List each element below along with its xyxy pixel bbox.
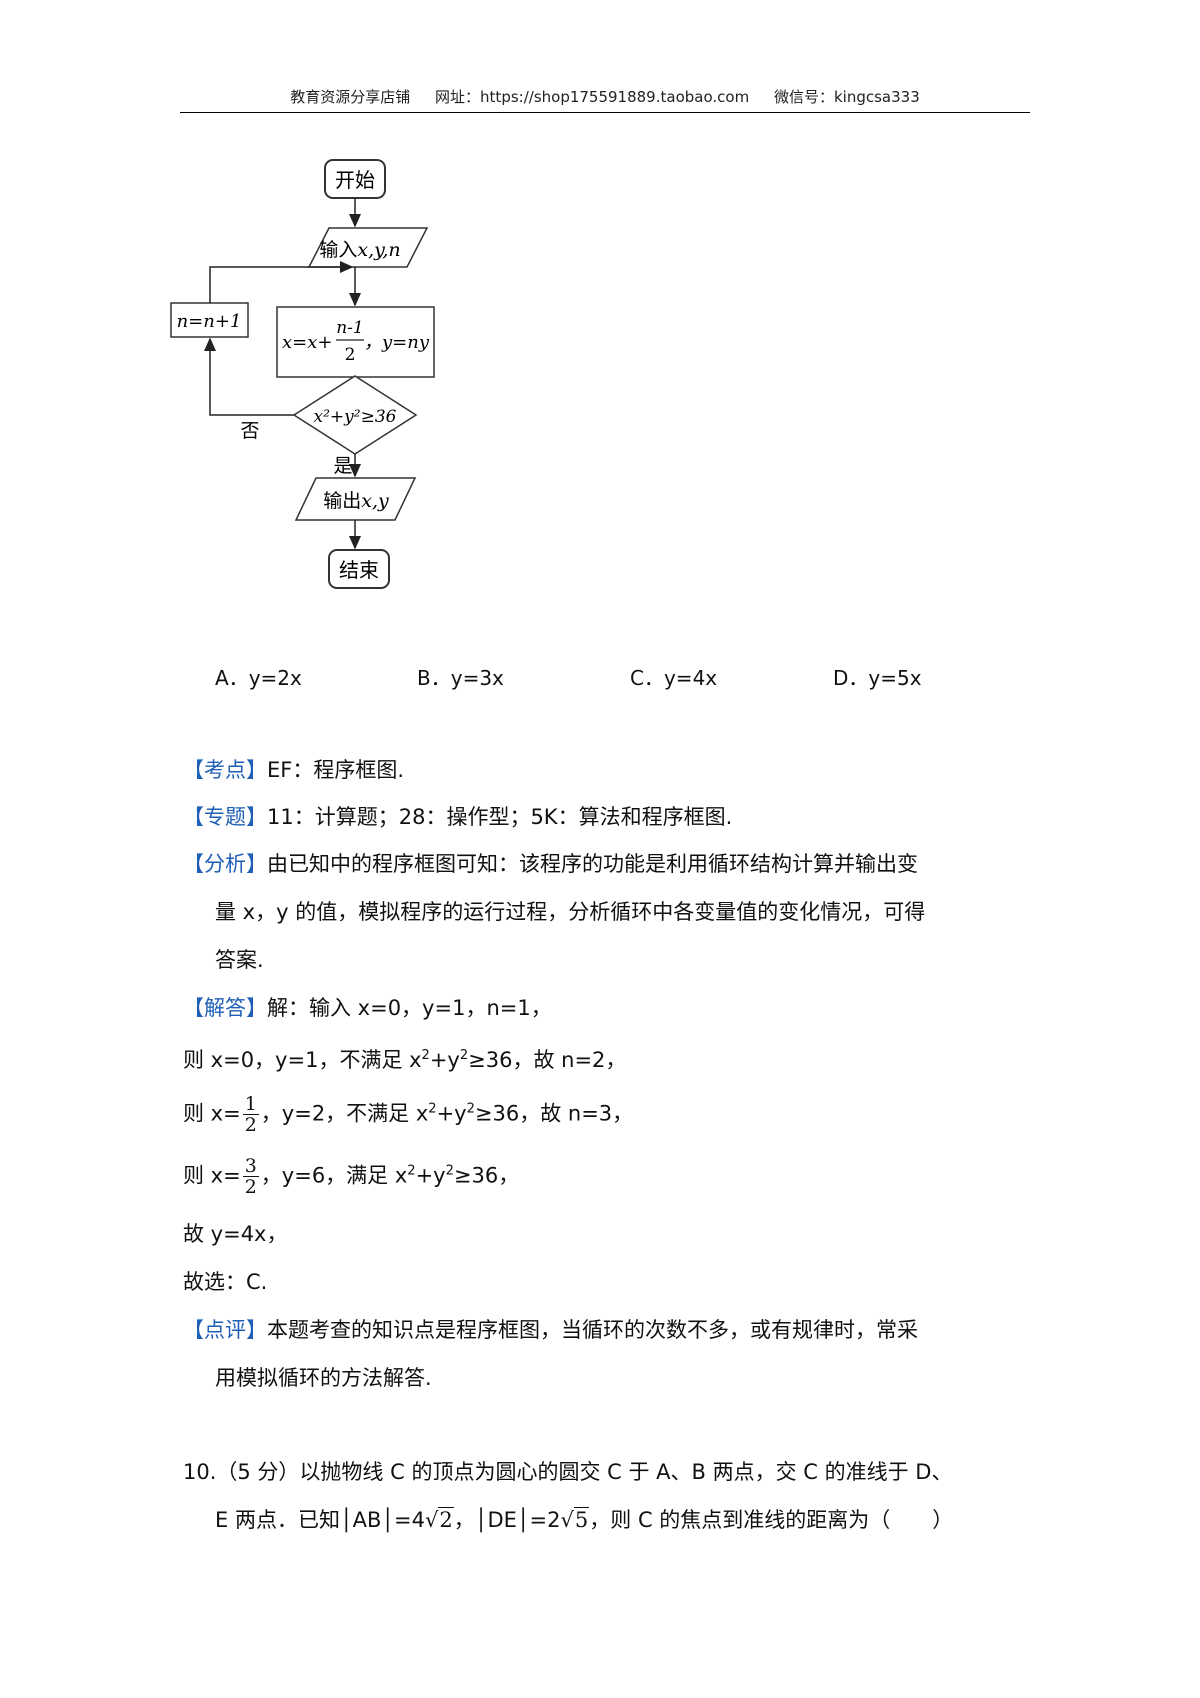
flow-input-box	[307, 227, 429, 268]
flowchart-diagram: 开始 输入x,y,n x=x+ n-1 2 ，y=ny n=n+1 x²+y²≥…	[170, 159, 435, 589]
flow-start-label: 开始	[335, 168, 375, 192]
question-10-line-2: E 两点．已知│AB│=4√2，│DE│=2√5，则 C 的焦点到准线的距离为（…	[215, 1507, 954, 1532]
flow-output-vars: x,y	[361, 490, 389, 512]
sqrt-2: √2	[425, 1507, 454, 1532]
header-url: 网址：https://shop175591889.taobao.com	[435, 88, 750, 106]
jieda-choice: 故选：C.	[183, 1270, 268, 1294]
fenxi-tag: 【分析】	[183, 852, 267, 876]
flow-input-vars: x,y,n	[357, 239, 400, 261]
jieda-line-intro: 【解答】解：输入 x=0，y=1，n=1，	[183, 996, 552, 1020]
fenxi-line-2: 量 x，y 的值，模拟程序的运行过程，分析循环中各变量值的变化情况，可得	[215, 900, 926, 924]
flow-loop-box	[170, 302, 249, 338]
flow-no-label: 否	[240, 420, 259, 442]
jieda-tag: 【解答】	[183, 996, 267, 1020]
dianping-tag: 【点评】	[183, 1318, 267, 1342]
zhuanti-line: 【专题】11：计算题；28：操作型；5K：算法和程序框图.	[183, 805, 733, 829]
zhuanti-tag: 【专题】	[183, 805, 267, 829]
flow-output-prefix: 输出	[323, 490, 361, 512]
page-header: 教育资源分享店铺 网址：https://shop175591889.taobao…	[180, 84, 1030, 113]
flow-end-label: 结束	[339, 558, 379, 582]
kaodian-line: 【考点】EF：程序框图.	[183, 758, 405, 782]
flow-loop-label: n=n+1	[177, 311, 242, 332]
sqrt-5: √5	[560, 1507, 590, 1532]
option-b: B．y=3x	[417, 666, 504, 690]
option-a: A．y=2x	[215, 666, 302, 690]
svg-text:输入x,y,n: 输入x,y,n	[319, 239, 400, 261]
flow-output-box	[294, 477, 417, 521]
flow-process-box	[276, 306, 435, 378]
dianping-line-1: 【点评】本题考查的知识点是程序框图，当循环的次数不多，或有规律时，常采	[183, 1318, 918, 1342]
question-10-line-1: 10.（5 分）以抛物线 C 的顶点为圆心的圆交 C 于 A、B 两点，交 C …	[183, 1460, 953, 1484]
flow-condition-label: x²+y²≥36	[314, 407, 397, 427]
svg-text:输出x,y: 输出x,y	[323, 490, 389, 512]
jieda-result: 故 y=4x，	[183, 1222, 288, 1246]
header-wechat: 微信号：kingcsa333	[773, 88, 920, 106]
option-d: D．y=5x	[833, 666, 922, 690]
flow-input-prefix: 输入	[319, 239, 357, 261]
flow-process-x: x=x+	[282, 332, 332, 353]
fenxi-line-3: 答案.	[215, 948, 264, 972]
option-c: C．y=4x	[630, 666, 718, 690]
header-shop: 教育资源分享店铺	[290, 88, 411, 106]
dianping-line-2: 用模拟循环的方法解答.	[215, 1366, 432, 1390]
flow-process-num: n-1	[336, 318, 364, 338]
flow-end-box	[328, 549, 390, 589]
flow-process-den: 2	[345, 345, 356, 365]
jieda-step-1: 则 x=0，y=1，不满足 x2+y2≥36，故 n=2，	[183, 1048, 627, 1072]
kaodian-tag: 【考点】	[183, 758, 267, 782]
flow-yes-label: 是	[333, 455, 352, 477]
flow-process-y: ，y=ny	[364, 332, 430, 353]
fenxi-line-1: 【分析】由已知中的程序框图可知：该程序的功能是利用循环结构计算并输出变	[183, 852, 918, 876]
